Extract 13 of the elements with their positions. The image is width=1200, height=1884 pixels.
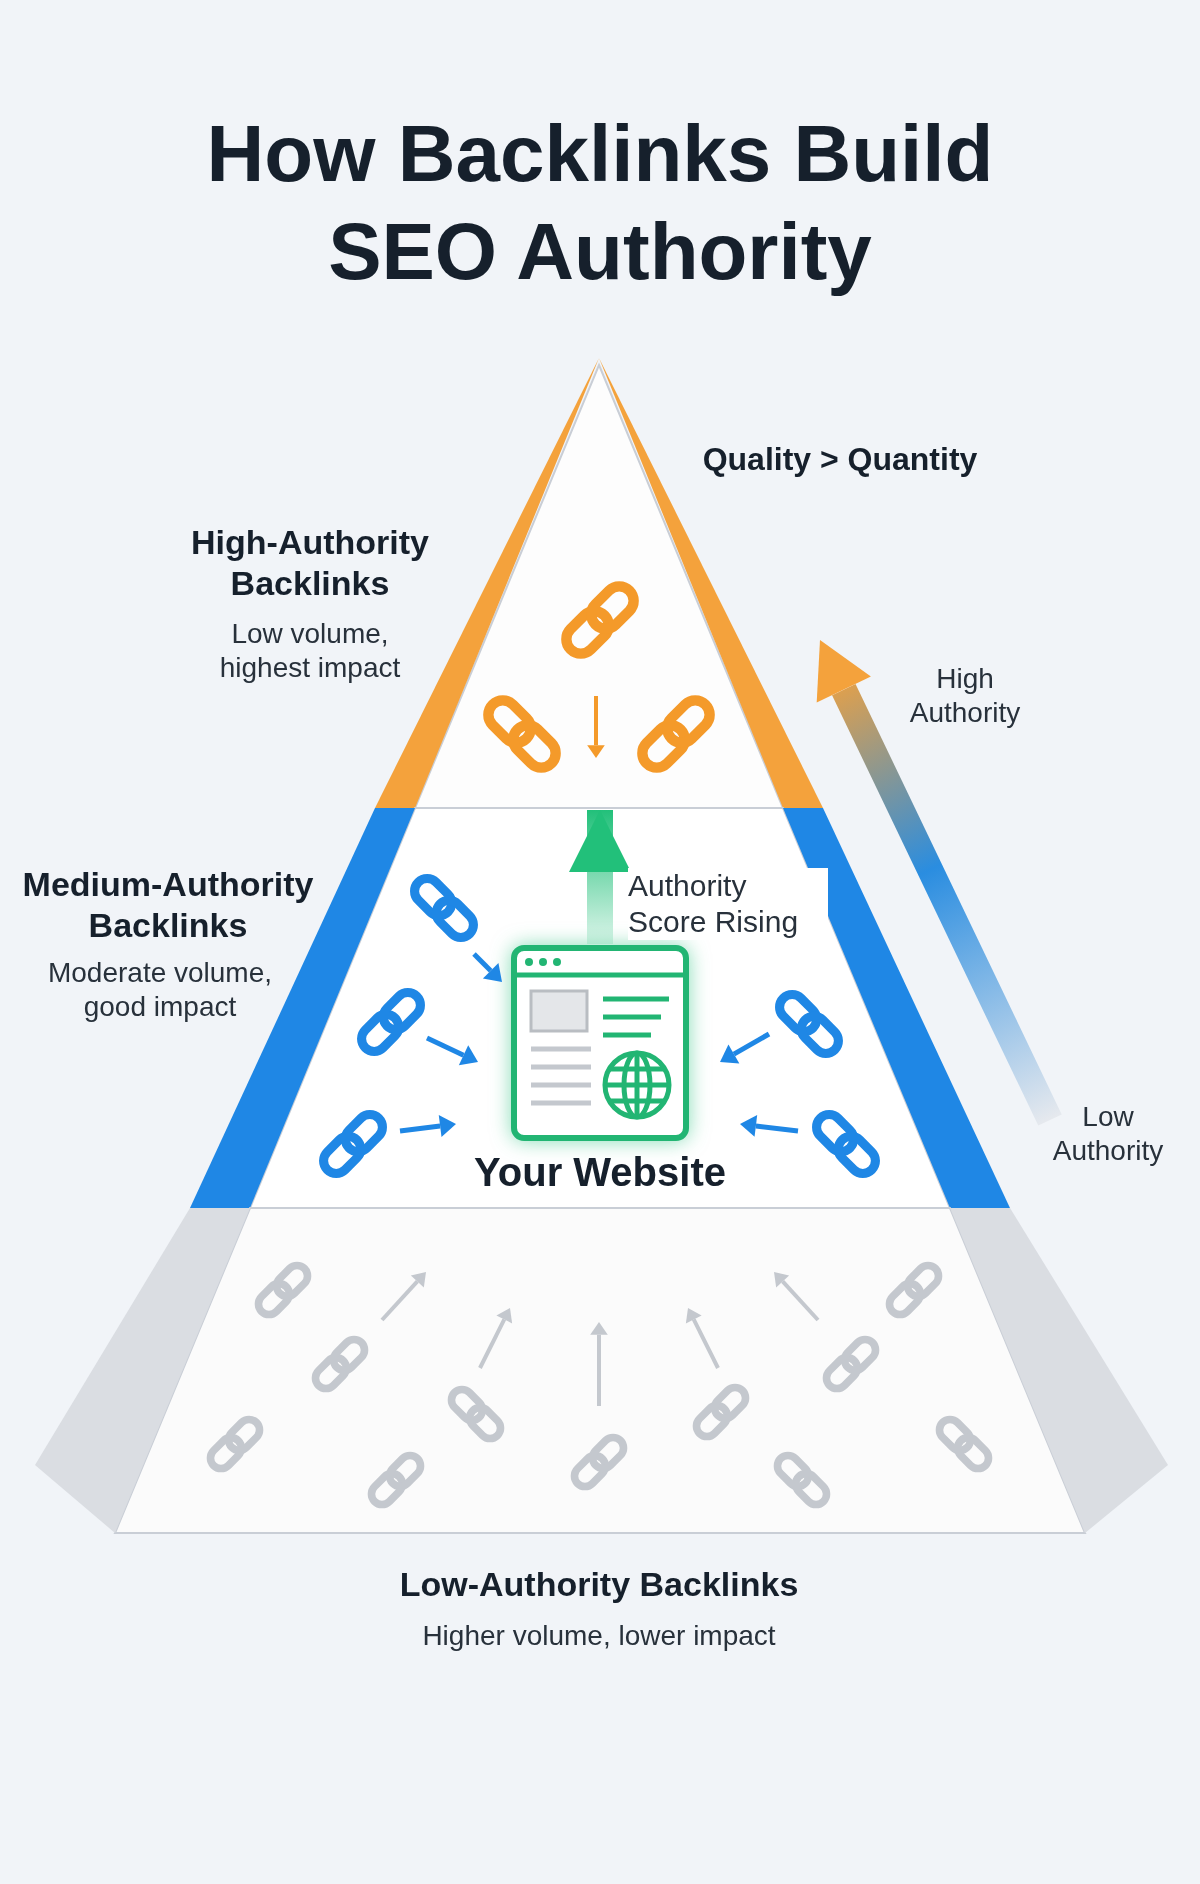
tier-description: Low volume, highest impact — [218, 617, 402, 685]
edge-label: Authority Score Rising — [628, 868, 828, 940]
tier-description: Higher volume, lower impact — [421, 1619, 777, 1653]
note: Quality > Quantity — [701, 440, 979, 479]
axis-label: Low Authority — [1051, 1100, 1165, 1168]
tier-heading: High-Authority Backlinks — [190, 522, 430, 604]
tier-heading: Medium-Authority Backlinks — [21, 864, 315, 946]
tier-description: Moderate volume, good impact — [46, 956, 274, 1024]
axis-label: High Authority — [908, 662, 1022, 730]
node-label: Your Website — [473, 1149, 727, 1196]
title: How Backlinks Build SEO Authority — [205, 108, 995, 298]
tier-heading: Low-Authority Backlinks — [398, 1564, 800, 1605]
arrow — [568, 810, 632, 944]
